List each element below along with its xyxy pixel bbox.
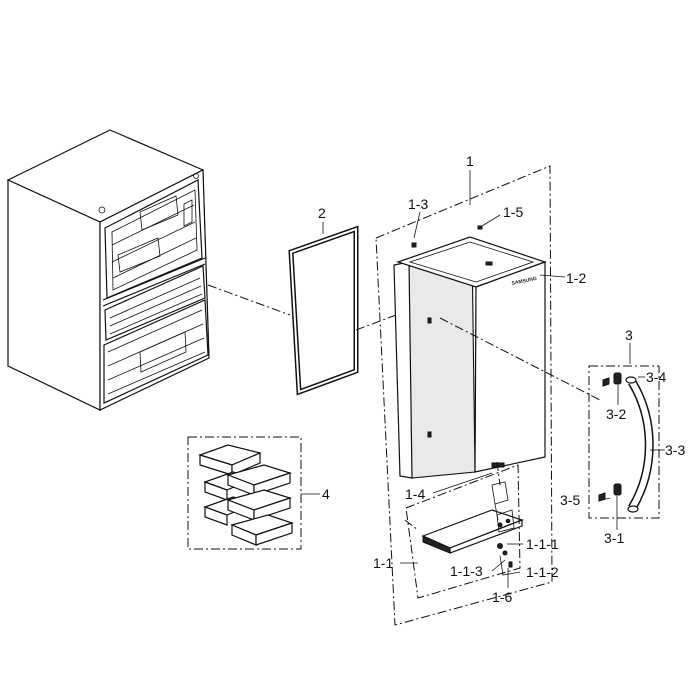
samsung-logo: SAMSUNG [511, 276, 537, 287]
label-door-badge: 1-2 [566, 270, 586, 286]
label-screw-bottom: 1-6 [492, 589, 512, 605]
door-gasket [288, 225, 359, 396]
label-door-assembly: 1 [466, 153, 474, 169]
label-guard-set: 4 [322, 486, 330, 502]
label-handle-top-mount: 3-2 [606, 406, 626, 422]
label-screw-top: 1-5 [503, 204, 523, 220]
label-cap-top: 1-3 [408, 196, 428, 212]
assembly-boundaries [187, 165, 660, 626]
door-handle [598, 372, 654, 513]
label-handle-bar: 3-3 [665, 442, 685, 458]
door-hinge [421, 481, 524, 568]
label-hinge-cover: 1-4 [405, 486, 425, 502]
label-hinge-part-a: 1-1-1 [526, 536, 559, 552]
label-handle-bottom-cap: 3-5 [560, 492, 580, 508]
refrigerator-cabinet [6, 129, 210, 411]
label-hinge-part-c: 1-1-3 [450, 563, 483, 579]
leader-lines [301, 170, 665, 588]
label-handle-bottom-mount: 3-1 [604, 530, 624, 546]
label-handle-assembly: 3 [625, 327, 633, 343]
samsung-logo-text: SAMSUNG [511, 276, 537, 287]
label-gasket: 2 [318, 205, 326, 221]
door-guards [198, 444, 294, 546]
part-labels: 1 2 1-3 1-5 1-2 3 3-4 3-2 3-3 4 1-4 3-5 … [318, 153, 685, 605]
label-hinge-part-b: 1-1-2 [526, 564, 559, 580]
label-hinge-assembly: 1-1 [373, 555, 393, 571]
refrigerator-door: SAMSUNG [393, 225, 547, 479]
label-handle-top-cap: 3-4 [646, 369, 666, 385]
